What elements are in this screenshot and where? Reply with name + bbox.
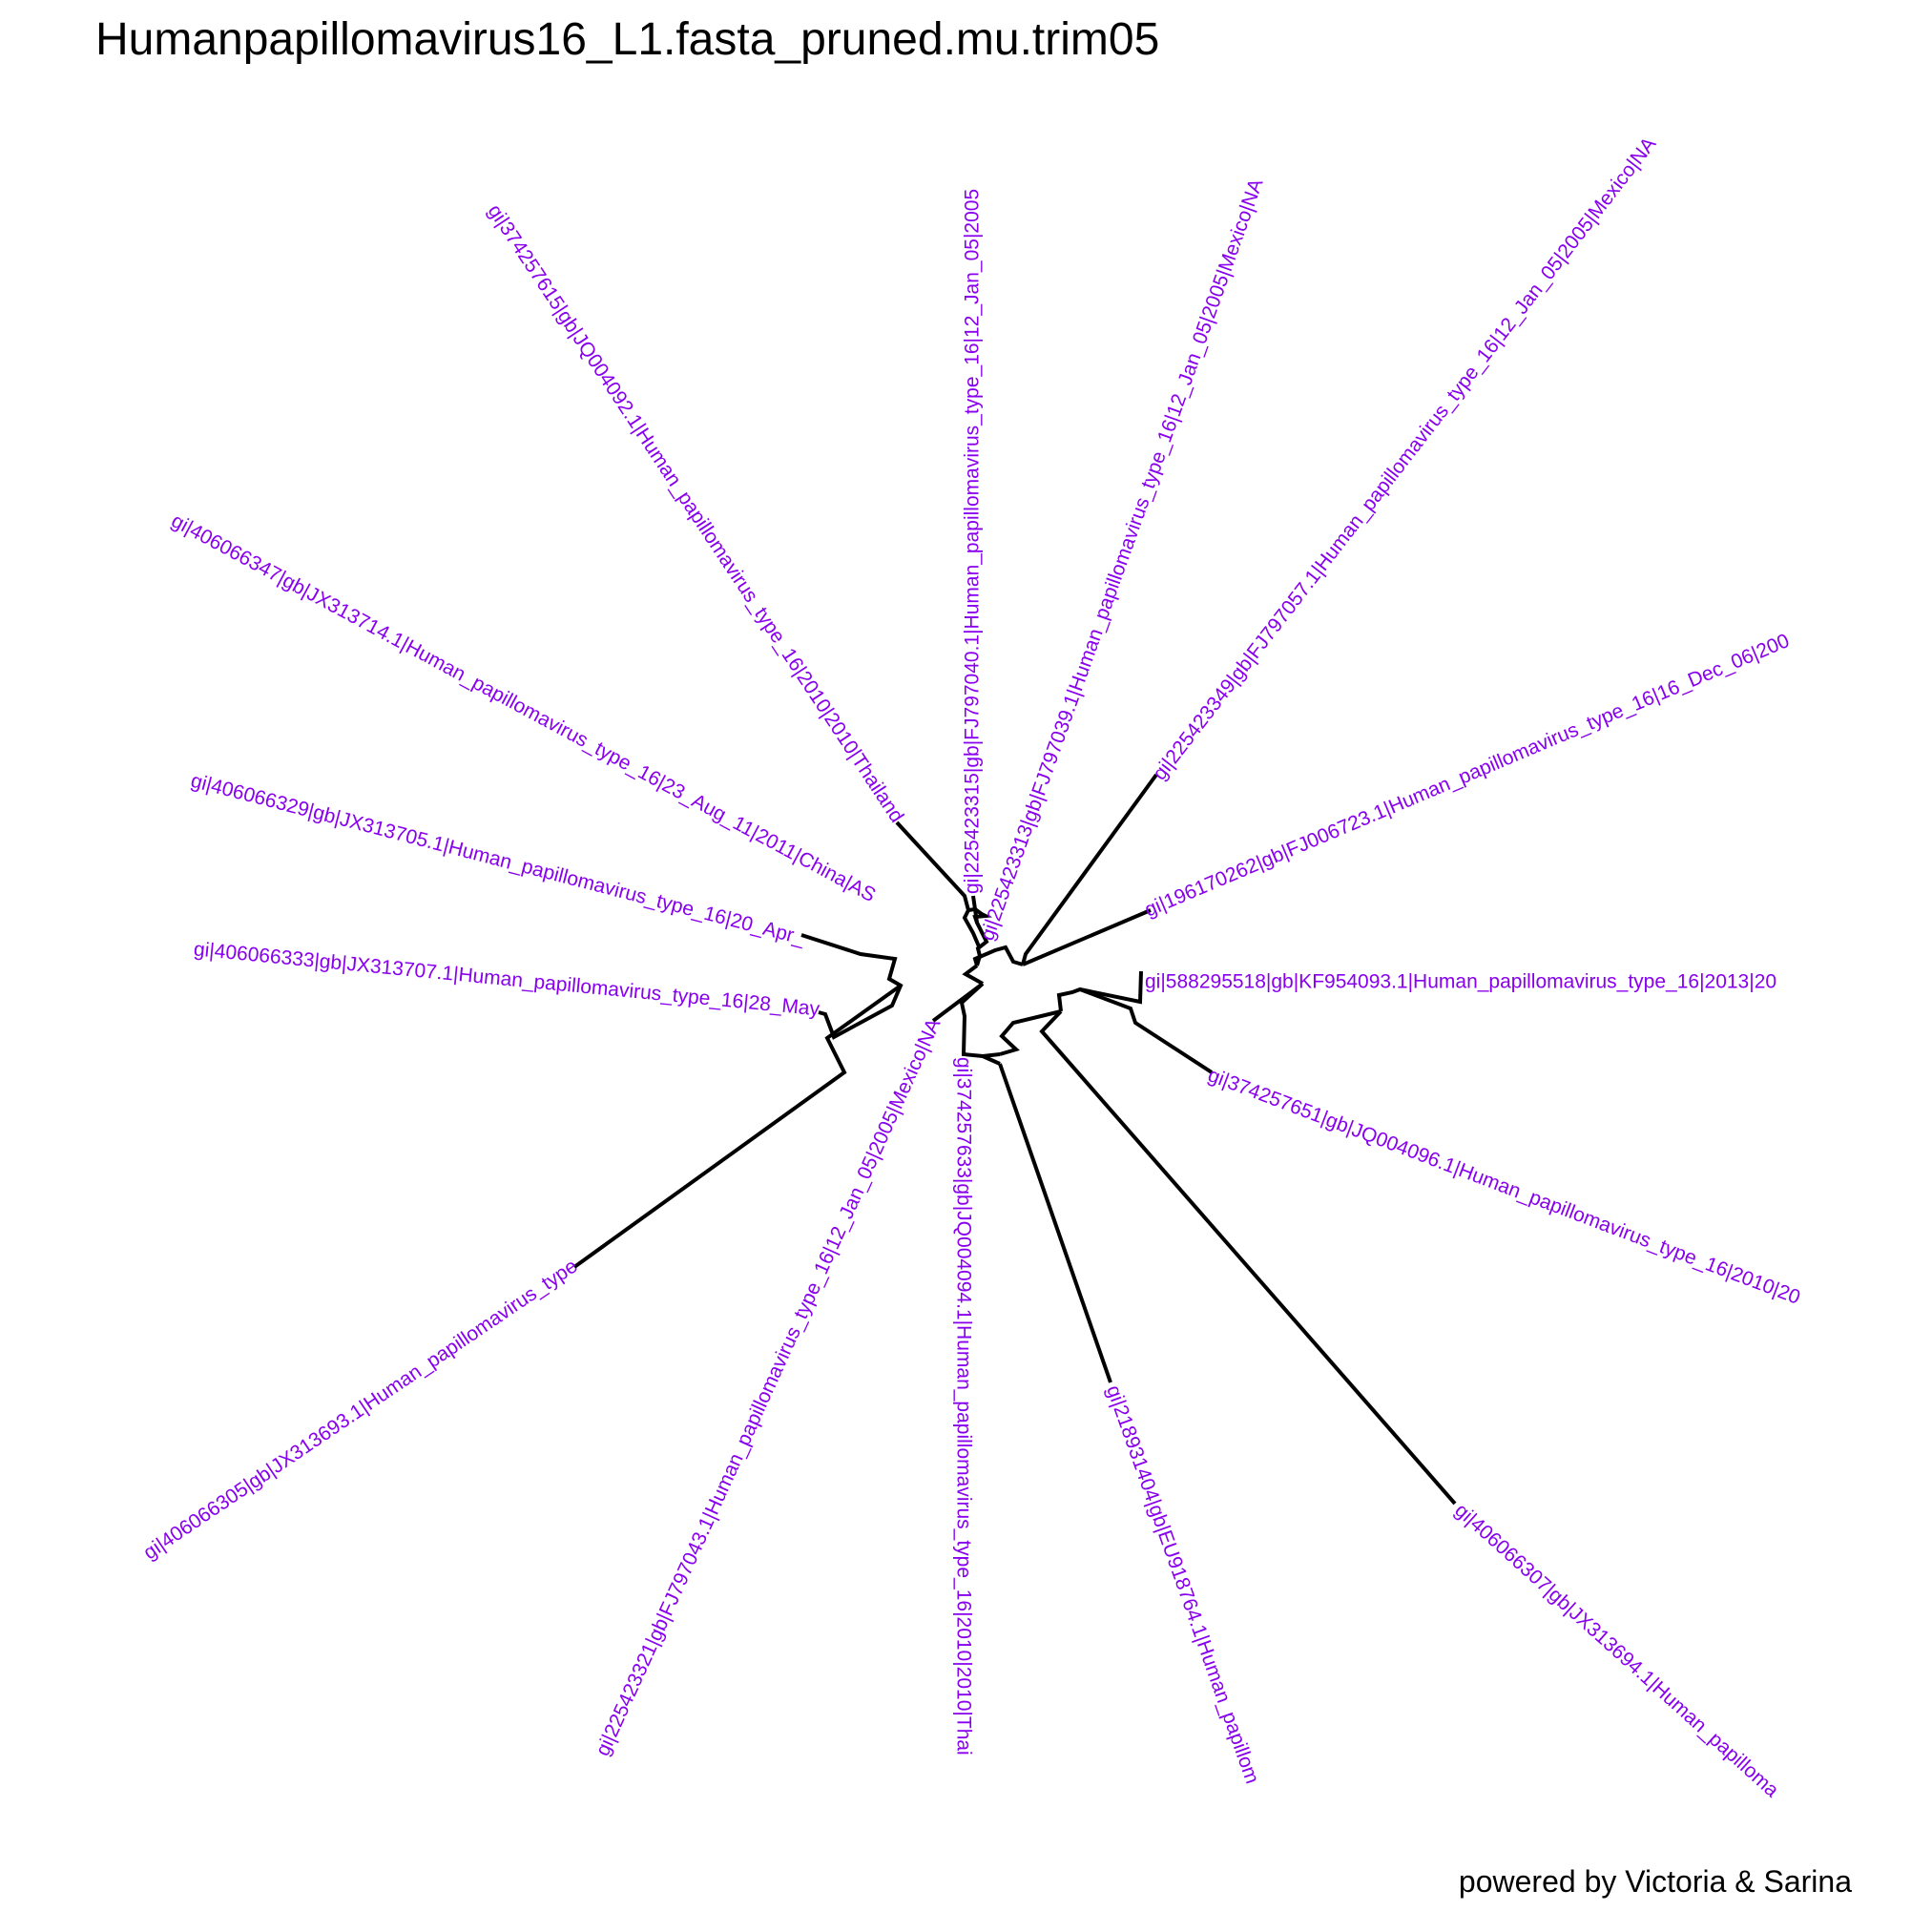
tree-branches: [572, 773, 1457, 1506]
leaf-label: gi|218931404|gb|EU918764.1|Human_papillo…: [1102, 1382, 1263, 1786]
tree-branch: [895, 821, 993, 924]
tree-branch: [998, 1063, 1112, 1383]
tree-branch: [959, 982, 1001, 1066]
tree-branch: [1039, 1009, 1457, 1506]
tree-branch: [982, 1052, 1001, 1058]
tree-branch: [962, 909, 981, 947]
leaf-label: gi|225423315|gb|FJ797040.1|Human_papillo…: [962, 189, 984, 894]
leaf-label: gi|406066333|gb|JX313707.1|Human_papillo…: [193, 938, 821, 1020]
leaf-label: gi|406066329|gb|JX313705.1|Human_papillo…: [189, 770, 808, 949]
tree-branch: [962, 964, 984, 986]
leaf-label: gi|225423313|gb|FJ797039.1|Human_papillo…: [976, 176, 1267, 943]
leaf-label: gi|225423349|gb|FJ797057.1|Human_papillo…: [1149, 134, 1661, 784]
leaf-label: gi|374257633|gb|JQ004094.1|Human_papillo…: [953, 1057, 975, 1755]
tree-branch: [972, 945, 1024, 966]
tree-branch: [1056, 970, 1143, 1012]
tree-branch: [999, 1009, 1062, 1056]
tree-branch: [572, 984, 903, 1269]
tree-branch: [1022, 908, 1152, 966]
tree-branch: [1079, 987, 1214, 1074]
leaf-label: gi|406066347|gb|JX313714.1|Human_papillo…: [168, 509, 880, 906]
leaf-label: gi|374257651|gb|JQ004096.1|Human_papillo…: [1205, 1064, 1803, 1309]
page-title: Humanpapillomavirus16_L1.fasta_pruned.mu…: [95, 14, 1160, 65]
leaf-label: gi|406066307|gb|JX313694.1|Human_papillo…: [1450, 1499, 1783, 1801]
tree-branch: [1021, 773, 1158, 966]
footer-credit: powered by Victoria & Sarina: [1458, 1864, 1852, 1899]
leaf-label: gi|406066305|gb|JX313693.1|Human_papillo…: [139, 1255, 581, 1564]
leaf-label: gi|588295518|gb|KF954093.1|Human_papillo…: [1145, 971, 1776, 993]
